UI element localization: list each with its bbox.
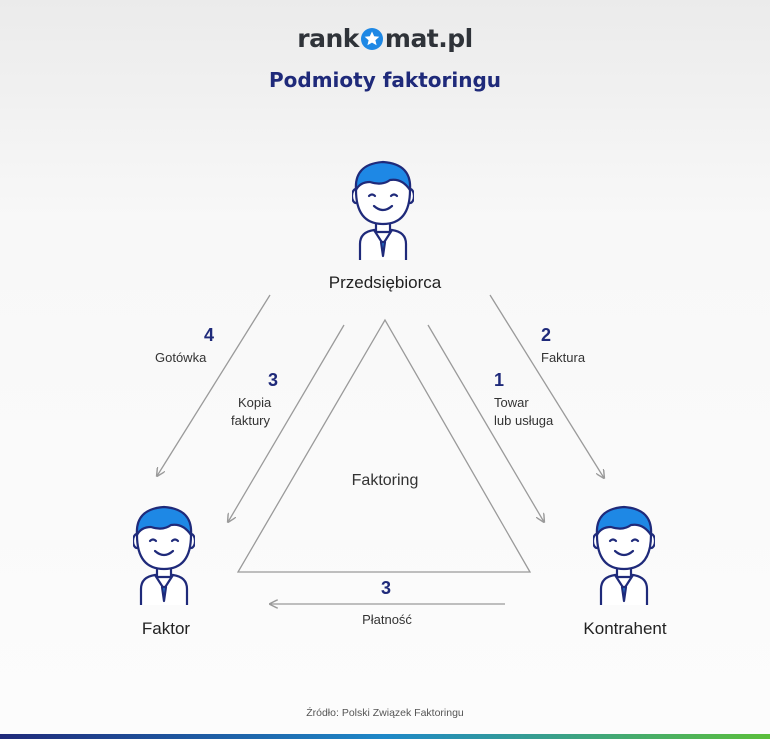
node-label-faktoring: Faktoring xyxy=(351,472,419,489)
flow-label-towar: Towar xyxy=(494,395,529,410)
node-label-faktor: Faktor xyxy=(141,619,191,638)
flow-number: 2 xyxy=(541,325,552,345)
page-title: Podmioty faktoringu xyxy=(268,68,502,92)
kontrahent-person-icon xyxy=(593,505,655,605)
faktoring-triangle xyxy=(236,318,532,573)
flow-number: 3 xyxy=(268,370,279,390)
flow-label-faktura: Faktura xyxy=(541,350,586,365)
arrow-kopia-faktury xyxy=(228,324,345,522)
source-note: Źródło: Polski Związek Faktoringu xyxy=(306,707,464,719)
arrow-towar xyxy=(427,324,544,522)
faktor-person-icon xyxy=(133,505,195,605)
flow-number: 3 xyxy=(381,578,392,598)
flow-label-gotowka: Gotówka xyxy=(155,350,207,365)
flow-label-kopia: Kopia xyxy=(238,395,272,410)
node-label-przedsiebiorca: Przedsiębiorca xyxy=(328,273,442,292)
flow-label-faktury: faktury xyxy=(231,413,271,428)
star-icon xyxy=(360,27,384,57)
logo-text-end: mat.pl xyxy=(384,24,473,53)
bottom-gradient-bar xyxy=(0,734,770,739)
arrow-faktura xyxy=(489,294,604,478)
arrow-gotowka xyxy=(157,294,271,476)
node-label-kontrahent: Kontrahent xyxy=(583,619,667,638)
flow-number: 1 xyxy=(494,370,505,390)
przedsiebiorca-person-icon xyxy=(352,160,414,260)
flow-label-platnosc: Płatność xyxy=(362,612,412,627)
logo: rank mat.pl xyxy=(0,24,770,57)
logo-text-start: rank xyxy=(297,24,359,53)
flow-number: 4 xyxy=(204,325,215,345)
flow-label-lub-usluga: lub usługa xyxy=(494,413,554,428)
